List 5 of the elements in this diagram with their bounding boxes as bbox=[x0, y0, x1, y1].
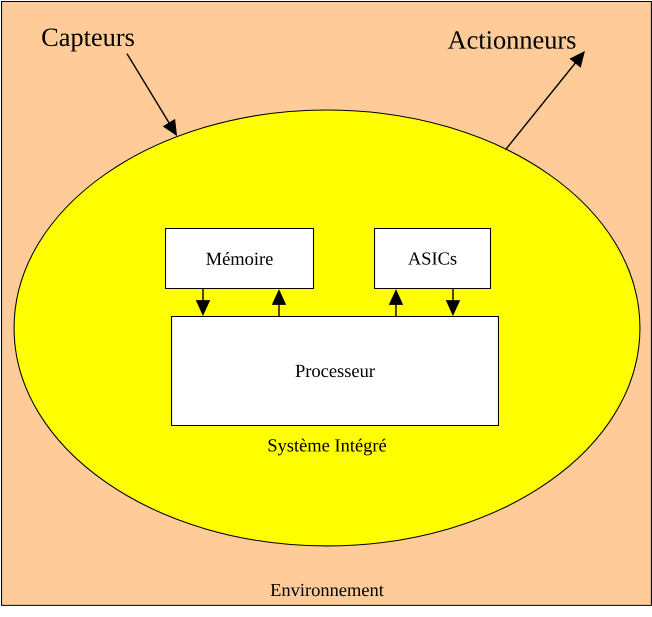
component-box: ASICs bbox=[374, 228, 492, 290]
component-box: Processeur bbox=[171, 316, 499, 426]
component-box: Mémoire bbox=[165, 228, 314, 290]
label-text: Capteurs bbox=[42, 28, 134, 52]
label-text: Actionneurs bbox=[448, 31, 576, 49]
